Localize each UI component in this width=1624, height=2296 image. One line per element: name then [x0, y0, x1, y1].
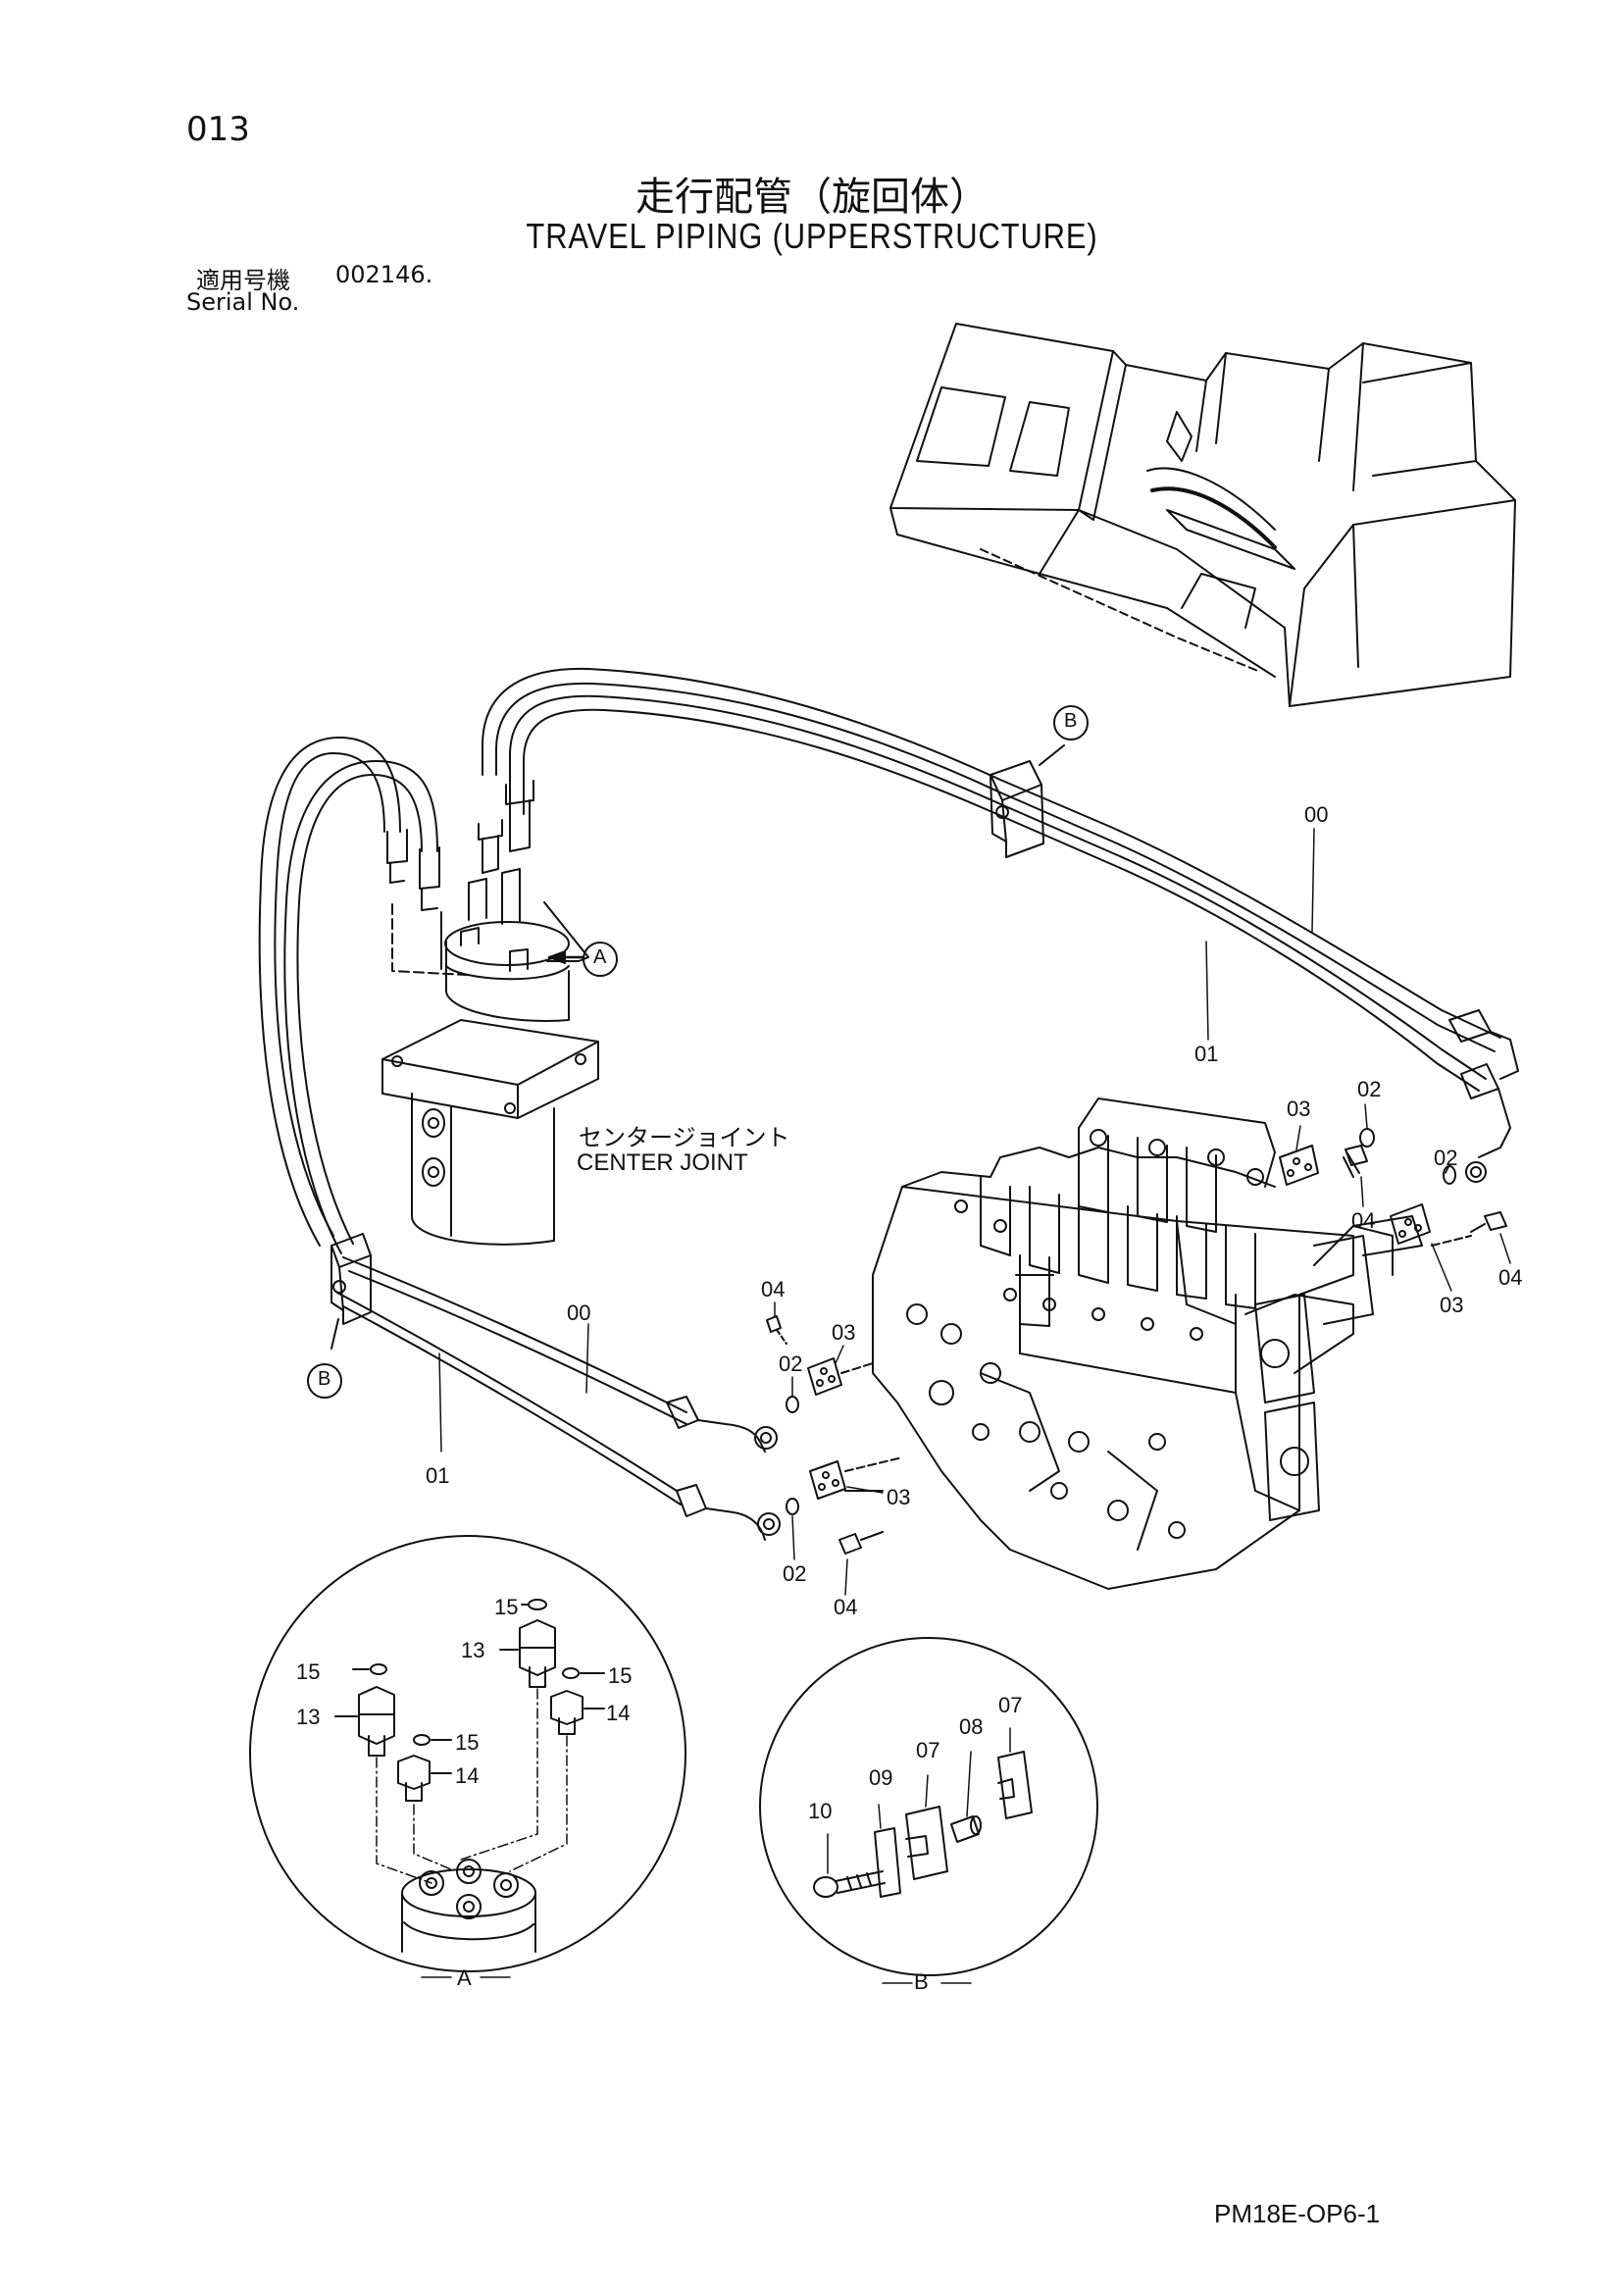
part-label-03-upper: 03: [1287, 1097, 1311, 1121]
detail-a-label-13-top: 13: [461, 1638, 485, 1662]
part-label-00-upper: 00: [1304, 802, 1329, 827]
part-label-04-lower: 04: [834, 1595, 858, 1619]
hose-lower-pair: [336, 1256, 781, 1541]
detail-a: [249, 1535, 686, 1978]
part-label-03-right: 03: [1440, 1293, 1464, 1317]
serial-label-japanese: 適用号機: [196, 267, 290, 294]
part-label-04-mid: 04: [761, 1277, 786, 1301]
detail-b-label-07: 07: [916, 1738, 940, 1762]
detail-b-label-08: 08: [959, 1714, 984, 1739]
part-label-04-right: 04: [1498, 1265, 1523, 1290]
part-label-02-upper: 02: [1357, 1077, 1382, 1101]
detail-b-label-10: 10: [808, 1799, 833, 1823]
hose-upper-pair: [482, 667, 1501, 1092]
detail-b-label-09: 09: [869, 1765, 893, 1790]
part-label-03-mid: 03: [832, 1320, 856, 1345]
detail-a-label-14-right: 14: [606, 1701, 631, 1725]
title-english: TRAVEL PIPING (UPPERSTRUCTURE): [526, 216, 1098, 256]
detail-a-label-13-left: 13: [296, 1705, 321, 1729]
hose-fittings-right: [1448, 1009, 1519, 1183]
hose-left-loop: [258, 737, 438, 1254]
serial-value: 002146.: [335, 261, 433, 288]
center-joint-label-japanese: センタージョイント: [579, 1124, 790, 1151]
clamp-b-upper: [990, 744, 1065, 858]
callout-a-letter: A: [593, 946, 607, 968]
detail-b-label-07-top: 07: [998, 1693, 1023, 1717]
callout-b-letter-upper: B: [1064, 710, 1078, 732]
machine-outline: [889, 323, 1516, 707]
control-valve: [872, 1097, 1423, 1590]
part-label-02-lower: 02: [783, 1561, 807, 1586]
part-label-02-right: 02: [1434, 1146, 1458, 1170]
clamp-b-lower: [330, 1233, 372, 1350]
part-label-00-lower: 00: [567, 1301, 591, 1325]
detail-a-label-14-mid: 14: [455, 1763, 480, 1788]
detail-b: [759, 1637, 1098, 1984]
part-label-01-lower: 01: [426, 1463, 450, 1488]
part-label-01-upper: 01: [1194, 1042, 1219, 1066]
serial-label-english: Serial No.: [186, 288, 300, 316]
leader-lines: [438, 828, 1511, 1596]
center-joint-label-english: CENTER JOINT: [577, 1149, 748, 1176]
detail-a-label-15-top: 15: [494, 1595, 519, 1619]
title-japanese: 走行配管（旋回体）: [635, 175, 989, 220]
callout-b-letter-lower: B: [318, 1368, 331, 1390]
page-number: 013: [186, 110, 250, 149]
center-joint: [381, 780, 599, 1246]
part-label-02-mid: 02: [779, 1352, 803, 1376]
flange-parts: [766, 1128, 1507, 1555]
document-code: PM18E-OP6-1: [1214, 2199, 1381, 2228]
callouts: [307, 705, 1089, 1399]
detail-a-label-15-mid: 15: [455, 1730, 480, 1755]
detail-a-label-15-right: 15: [608, 1663, 633, 1688]
part-label-03-lower: 03: [887, 1485, 911, 1509]
detail-a-label-15-left: 15: [296, 1659, 321, 1684]
